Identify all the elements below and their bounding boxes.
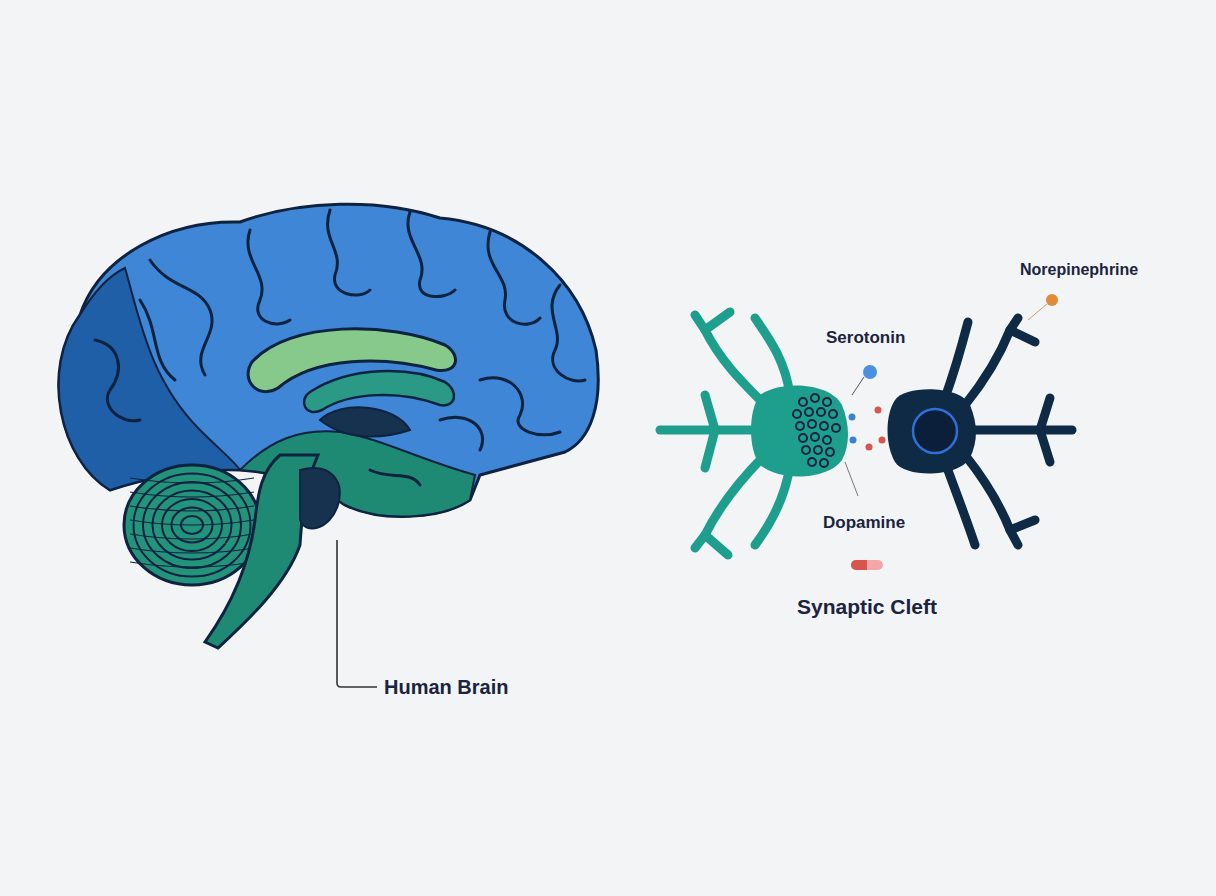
norepinephrine-marker (1046, 294, 1058, 306)
vesicle (808, 458, 816, 466)
leader-line (845, 462, 858, 496)
cerebrum (59, 204, 599, 516)
gyri (95, 210, 585, 500)
vesicle (799, 434, 807, 442)
synapse-label: Synaptic Cleft (797, 594, 937, 619)
neurotransmitter-label: Serotonin (826, 328, 905, 348)
vesicle (793, 410, 801, 418)
cerebellum (124, 465, 260, 585)
cerebellum-fold (130, 478, 254, 483)
pill (851, 560, 867, 570)
postsynaptic-body (888, 389, 977, 473)
cerebellum-fold (130, 506, 254, 511)
vesicle (811, 433, 819, 441)
dopamine-dot (879, 437, 886, 444)
neurotransmitter-label: Norepinephrine (1020, 260, 1138, 279)
vesicle (817, 408, 825, 416)
nucleus (913, 409, 957, 453)
thalamus (320, 407, 410, 436)
leader-line (337, 540, 377, 687)
frontal-lobe (59, 268, 240, 490)
pons (300, 468, 340, 528)
leader-line (852, 377, 864, 395)
cerebellum-fold (130, 534, 254, 539)
vesicle (823, 436, 831, 444)
vesicle (805, 408, 813, 416)
fornix (304, 371, 454, 412)
vesicle (796, 422, 804, 430)
pill (851, 560, 883, 570)
vesicle (811, 394, 819, 402)
serotonin-dot (849, 414, 856, 421)
vesicle (808, 420, 816, 428)
vesicle (823, 398, 831, 406)
vesicles (793, 394, 840, 467)
vesicle (799, 398, 807, 406)
vesicle (814, 446, 822, 454)
vesicle (826, 448, 834, 456)
vesicle (820, 459, 828, 467)
dopamine-dot (866, 444, 873, 451)
synapse-illustration (660, 294, 1072, 570)
serotonin-marker (863, 365, 877, 379)
dopamine-dot (875, 407, 882, 414)
serotonin-dot (850, 437, 857, 444)
vesicle (820, 422, 828, 430)
vesicle (802, 446, 810, 454)
cerebellum-fold (130, 562, 254, 567)
cerebellum-folds (130, 474, 254, 577)
cerebellum-fold (130, 492, 254, 497)
neurotransmitter-label: Dopamine (823, 513, 905, 533)
leader-line (1028, 304, 1047, 320)
brain-label: Human Brain (384, 675, 508, 699)
brain-illustration (59, 204, 599, 687)
vesicle (829, 410, 837, 418)
vesicle (832, 424, 840, 432)
cerebellum-fold (130, 520, 254, 525)
cerebellum-fold (130, 548, 254, 553)
presynaptic-terminal (751, 385, 848, 476)
